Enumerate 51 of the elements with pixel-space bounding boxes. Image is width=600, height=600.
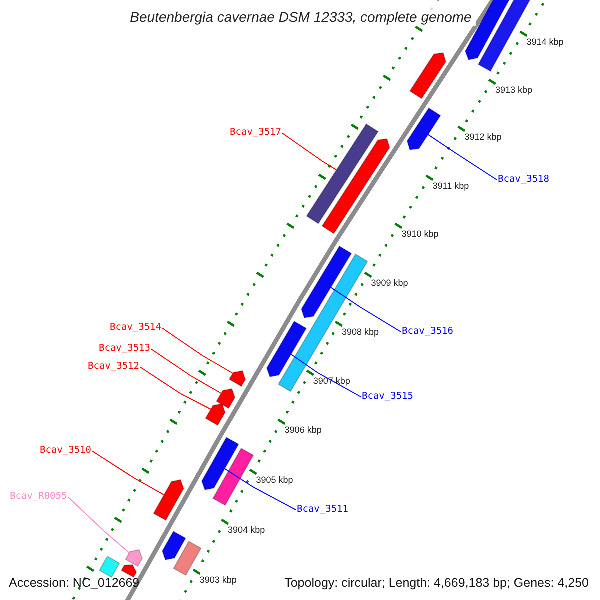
gene-label: Bcav_3514 <box>110 322 162 334</box>
gene-pentagon <box>120 564 138 578</box>
leader-line <box>150 348 222 394</box>
scale-label: 3907 kbp <box>313 376 350 387</box>
gene-pentagon <box>301 246 352 319</box>
gene-label: Bcav_3512 <box>88 361 140 373</box>
gene-bar <box>306 124 379 224</box>
accession-text: Accession: NC_012669 <box>8 575 141 592</box>
gene-pentagon <box>153 479 184 522</box>
gene-label: Bcav_3518 <box>498 174 550 186</box>
gene-pentagon <box>266 320 308 378</box>
leader-line <box>68 496 130 554</box>
scale-label: 3904 kbp <box>228 525 266 536</box>
gene-pentagon <box>205 403 226 426</box>
gene-pentagon <box>125 549 143 568</box>
gene-bar <box>98 556 120 578</box>
leader-line <box>282 132 338 171</box>
scale-label: 3911 kbp <box>432 181 470 192</box>
scale-label: 3912 kbp <box>464 132 502 143</box>
gene-label: Bcav_3517 <box>230 127 282 139</box>
gene-pentagon <box>216 388 236 410</box>
gene-label: Bcav_3515 <box>362 391 414 403</box>
scale-label: 3906 kbp <box>284 425 322 436</box>
scale-label: 3914 kbp <box>526 37 564 48</box>
leader-line <box>162 328 234 374</box>
leader-line <box>140 366 212 410</box>
scale-label: 3910 kbp <box>402 229 439 240</box>
gene-pentagon <box>409 52 447 100</box>
scale-label: 3905 kbp <box>256 475 294 486</box>
scale-label: 3909 kbp <box>371 278 408 289</box>
gene-bar <box>173 540 202 576</box>
leader-line <box>330 287 402 332</box>
leader-line <box>290 354 362 398</box>
gene-pentagon <box>201 436 240 491</box>
leader-line <box>428 134 498 180</box>
gene-pentagon <box>406 108 442 151</box>
gene-label: Bcav_3516 <box>402 326 454 338</box>
gene-label: Bcav_3513 <box>99 343 150 355</box>
scale-label: 3908 kbp <box>342 327 380 338</box>
gene-label: Bcav_R0055 <box>10 491 68 503</box>
leader-line <box>224 468 296 510</box>
gene-pentagon <box>322 138 390 234</box>
scale-label: 3903 kbp <box>200 575 237 586</box>
topology-text: Topology: circular; Length: 4,669,183 bp; Genes: 4,250 <box>284 575 590 592</box>
gene-label: Bcav_3511 <box>297 504 348 516</box>
scale-label: 3913 kbp <box>495 85 532 96</box>
gene-pentagon <box>162 530 186 561</box>
gene-bar <box>212 448 254 506</box>
gene-pentagon <box>228 370 246 388</box>
gene-label: Bcav_3510 <box>40 445 92 457</box>
leader-line <box>92 450 165 496</box>
